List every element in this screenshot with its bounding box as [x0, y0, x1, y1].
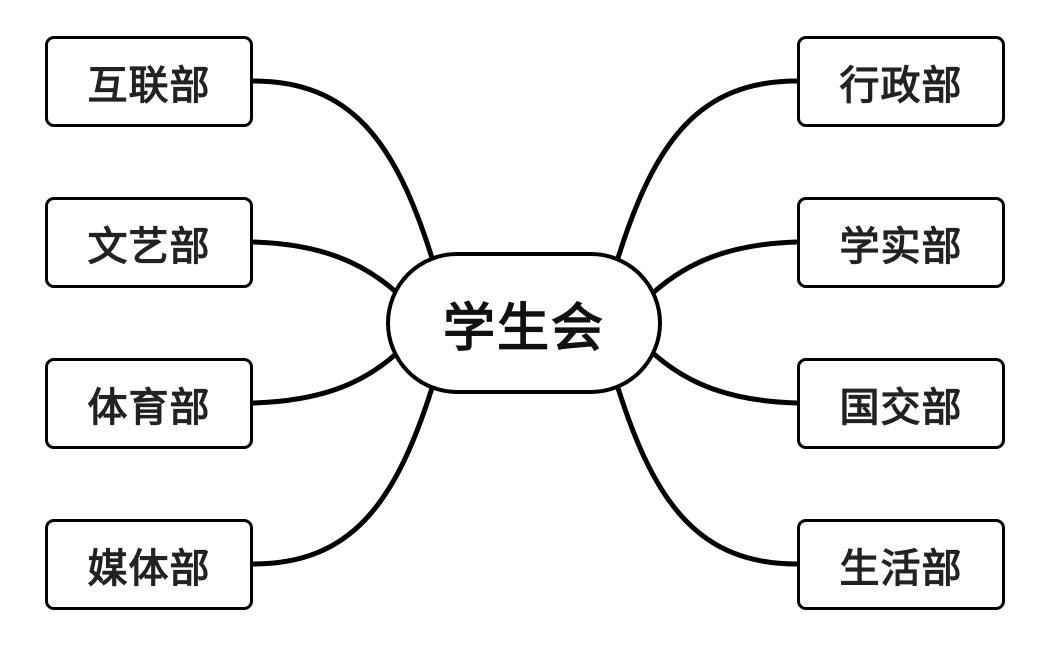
- connector-right-1: [615, 78, 800, 261]
- connector-left-3: [250, 351, 399, 406]
- connector-left-2: [250, 239, 399, 295]
- node-right-2[interactable]: 学实部: [797, 197, 1005, 288]
- node-left-4[interactable]: 媒体部: [45, 519, 253, 610]
- node-right-3[interactable]: 国交部: [797, 358, 1005, 449]
- connector-right-4: [615, 385, 800, 567]
- connector-right-3: [651, 351, 800, 406]
- connector-left-4: [250, 385, 435, 567]
- connector-right-2: [651, 239, 800, 295]
- node-left-2[interactable]: 文艺部: [45, 197, 253, 288]
- node-left-1[interactable]: 互联部: [45, 36, 253, 127]
- node-right-4[interactable]: 生活部: [797, 519, 1005, 610]
- center-node[interactable]: 学生会: [386, 252, 662, 394]
- node-left-3[interactable]: 体育部: [45, 358, 253, 449]
- connector-left-1: [250, 78, 435, 261]
- node-right-1[interactable]: 行政部: [797, 36, 1005, 127]
